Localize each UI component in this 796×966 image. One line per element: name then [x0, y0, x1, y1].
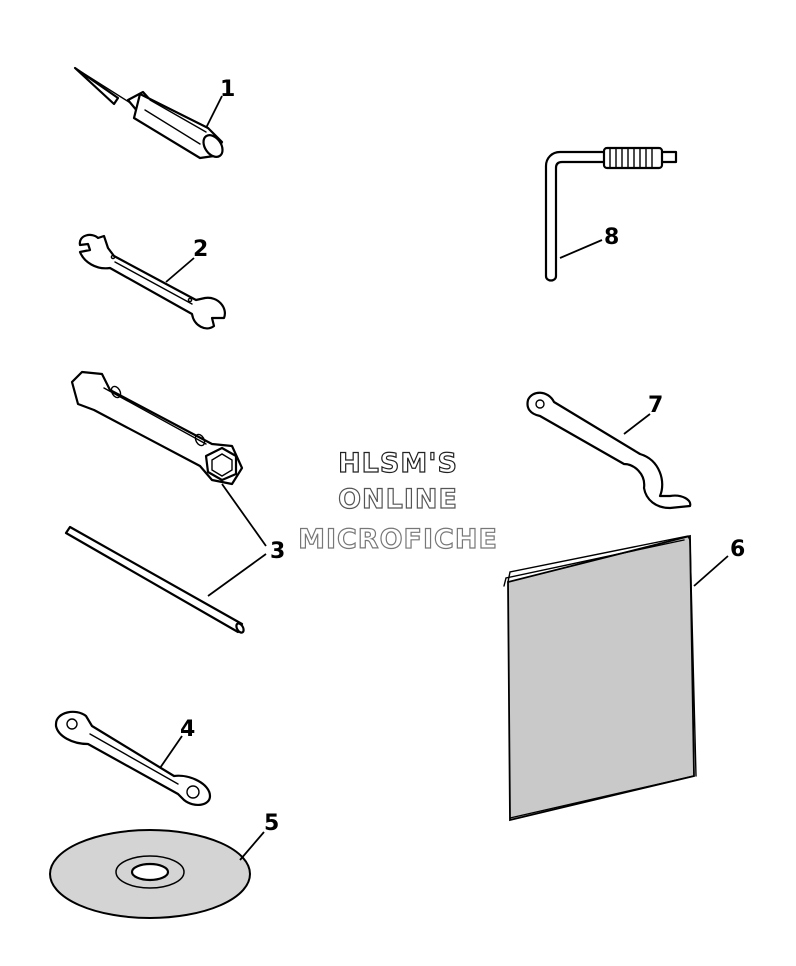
leader-lines: [159, 95, 729, 861]
watermark: HLSM'S ONLINE MICROFICHE: [297, 447, 498, 555]
watermark-line-3: MICROFICHE: [298, 524, 498, 555]
leader-6: [693, 555, 729, 587]
hook-spanner-part: [526, 391, 692, 510]
leader-7: [623, 413, 651, 435]
tommy-bar-part: [64, 525, 245, 634]
screwdriver-part: [73, 66, 224, 160]
cd-disc-part: [49, 829, 251, 919]
leader-3b: [207, 553, 267, 597]
callout-5: 5: [264, 811, 279, 836]
leader-1: [205, 95, 223, 129]
owners-manual-part: [503, 534, 697, 822]
leader-2: [165, 257, 195, 283]
callout-8: 8: [604, 225, 619, 250]
leader-4: [159, 735, 183, 769]
watermark-line-1: HLSM'S: [338, 448, 458, 479]
open-end-wrench-part: [78, 233, 226, 330]
callout-3: 3: [270, 539, 285, 564]
callout-6: 6: [730, 537, 745, 562]
callout-7: 7: [648, 393, 663, 418]
tube-wrench-part: [70, 370, 244, 486]
leader-5: [239, 831, 265, 861]
callout-4: 4: [180, 717, 195, 742]
callout-2: 2: [193, 237, 208, 262]
callout-1: 1: [220, 77, 235, 102]
leader-3a: [221, 483, 267, 547]
hex-key-part: [544, 146, 678, 282]
leader-8: [559, 239, 603, 259]
ring-wrench-part: [54, 710, 212, 806]
watermark-line-2: ONLINE: [338, 484, 458, 515]
